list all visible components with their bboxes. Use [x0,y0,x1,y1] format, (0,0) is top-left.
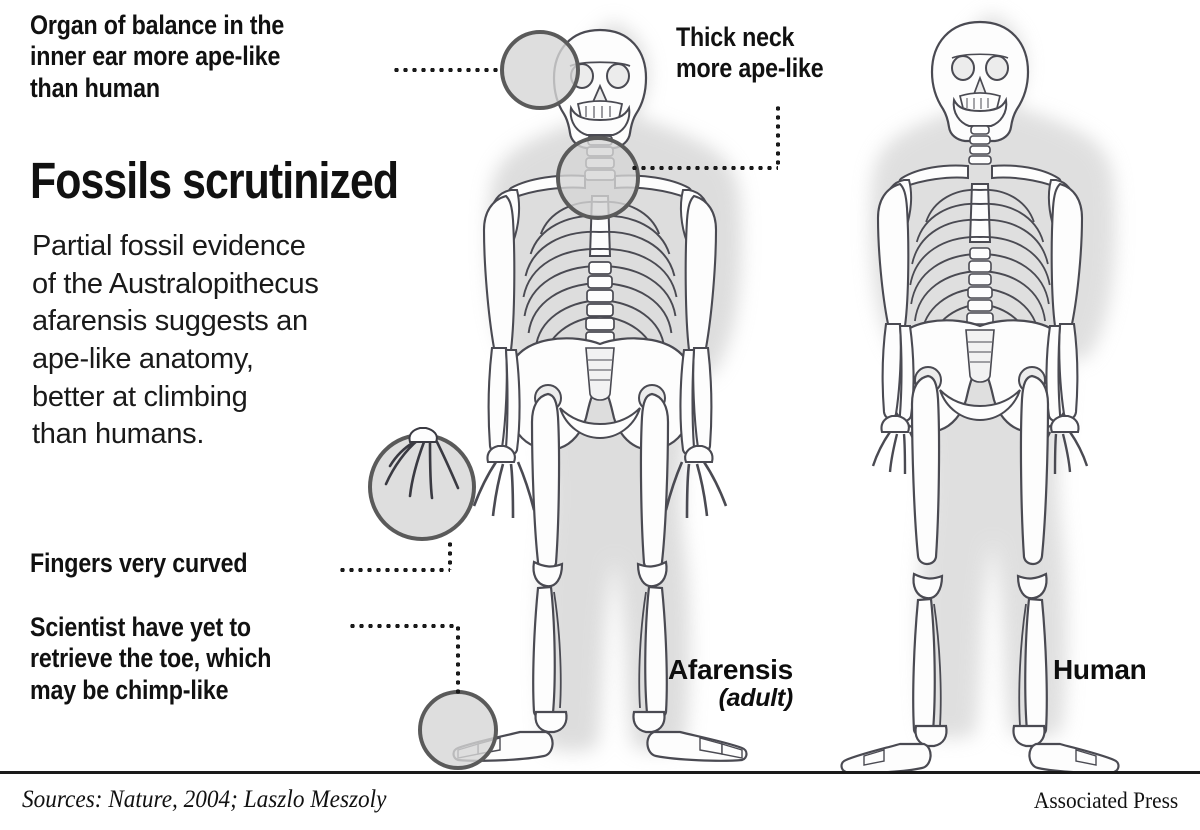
human-figure [840,13,1120,774]
callout-inner-ear: Organ of balance in the inner ear more a… [30,10,285,103]
human-lumbar-spine [966,247,994,325]
callout-missing-toe: Scientist have yet to retrieve the toe, … [30,612,272,705]
label-human-name: Human [1053,654,1147,685]
human-skull [930,20,1030,143]
label-human: Human [1053,654,1147,685]
afarensis-lumbar-spine [585,261,615,345]
footer-divider [0,771,1200,774]
footer: Sources: Nature, 2004; Laszlo Meszoly As… [0,782,1200,822]
leader-toe-horizontal [348,624,458,628]
skeletons-svg [368,13,1120,774]
leader-fingers-horizontal [338,568,450,572]
skeleton-illustration-area [368,13,1120,774]
leader-fingers-vertical [448,540,452,570]
callout-thick-neck: Thick neck more ape-like [676,22,824,84]
afarensis-arms [472,194,728,519]
highlight-circle-inner-ear [500,30,580,110]
leader-ear-horizontal [392,68,500,72]
label-afarensis-age: (adult) [718,684,794,713]
highlight-circle-toe [418,690,498,770]
credit-text: Associated Press [1033,788,1178,813]
highlight-circle-hand [368,427,476,541]
leader-neck-horizontal [630,166,778,170]
leader-toe-vertical [456,624,460,694]
page-title: Fossils scrutinized [30,152,399,209]
highlight-circle-neck [556,136,640,220]
afarensis-figure [452,21,748,762]
label-afarensis-name: Afarensis [668,654,793,685]
callout-fingers-curved: Fingers very curved [30,548,248,578]
human-sternum [968,183,992,243]
human-cervical-spine [968,125,992,165]
sources-text: Sources: Nature, 2004; Laszlo Meszoly [22,786,387,813]
human-legs [840,374,1120,774]
human-arms [871,182,1089,475]
label-afarensis: Afarensis (adult) [668,655,793,712]
summary-paragraph: Partial fossil evidence of the Australop… [32,230,319,451]
leader-neck-vertical [776,104,780,168]
